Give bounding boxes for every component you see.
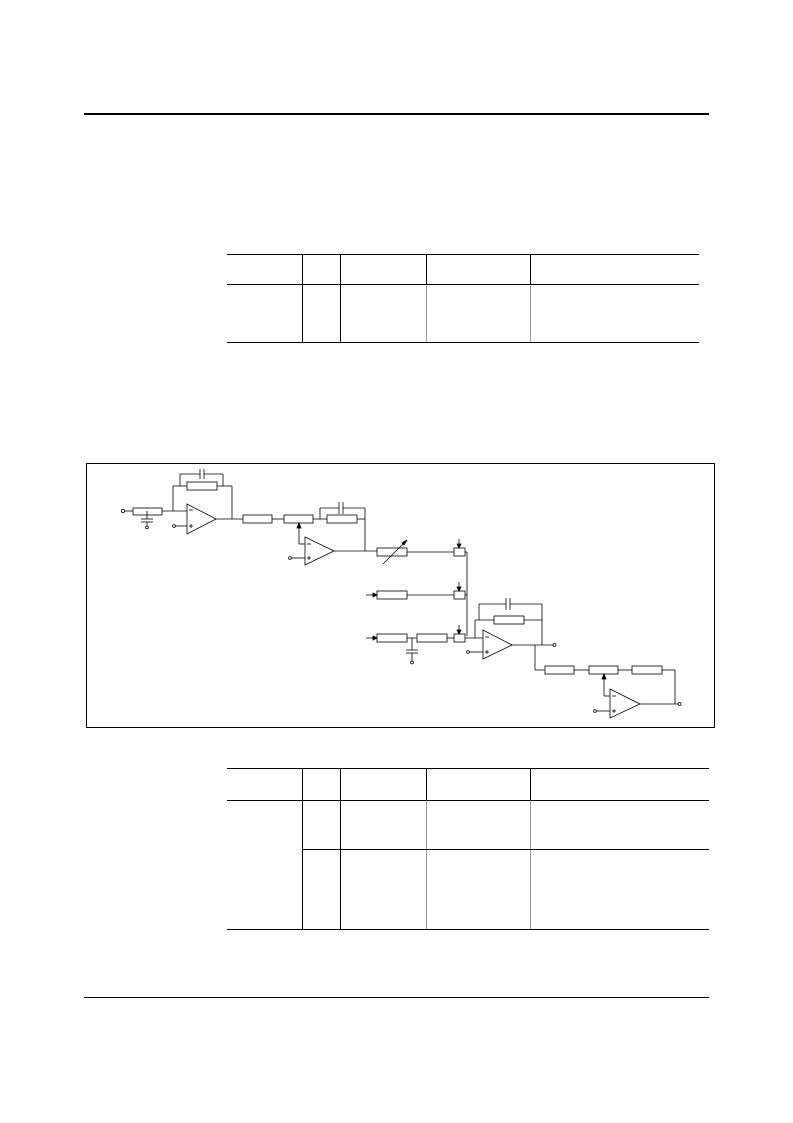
resistor <box>588 665 619 675</box>
footer-rule <box>84 997 709 998</box>
table-header-row <box>227 768 709 801</box>
terminal <box>172 524 176 528</box>
switch <box>453 633 466 643</box>
resistor <box>242 514 273 524</box>
table-cell <box>530 284 699 343</box>
table-header-cell <box>227 768 303 801</box>
third-stage <box>466 598 557 671</box>
terminal <box>466 650 470 654</box>
terminal <box>593 709 597 713</box>
table-cell <box>227 800 303 930</box>
switch <box>453 590 466 600</box>
table-header-cell <box>530 768 709 801</box>
resistor <box>186 481 218 491</box>
table-cell <box>426 800 531 850</box>
resistor <box>493 615 525 625</box>
table-cell <box>530 800 709 850</box>
op-amp <box>482 629 513 660</box>
summing-network <box>366 539 483 665</box>
table-header-cell <box>302 254 341 285</box>
input-stage <box>121 469 243 535</box>
spec-table-2 <box>227 768 709 930</box>
table-row <box>227 800 709 930</box>
table-header-cell <box>426 254 531 285</box>
table-row <box>227 284 699 343</box>
resistor <box>326 514 358 524</box>
table-cell <box>340 849 427 930</box>
table-header-cell <box>530 254 699 285</box>
spec-table-1 <box>227 254 699 343</box>
table-header-row <box>227 254 699 285</box>
table-cell <box>340 284 427 343</box>
terminal <box>288 556 292 560</box>
table-cell <box>302 800 341 850</box>
table-row <box>227 849 709 930</box>
table-cell <box>302 849 341 930</box>
table-cell <box>426 849 531 930</box>
resistor <box>376 633 408 643</box>
op-amp <box>186 503 217 535</box>
circuit-diagram-frame <box>86 463 715 728</box>
input-terminal <box>121 509 126 514</box>
table-header-cell <box>227 254 303 285</box>
output-terminal <box>677 702 682 706</box>
resistor <box>416 633 448 643</box>
table-header-cell <box>340 254 427 285</box>
header-rule <box>84 113 709 115</box>
table-cell <box>302 284 341 343</box>
output-terminal <box>552 643 557 647</box>
table-cell <box>340 800 427 850</box>
table-cell <box>530 849 709 930</box>
resistor <box>544 665 575 675</box>
resistor <box>631 665 663 675</box>
circuit-diagram <box>121 469 682 719</box>
table-header-cell <box>426 768 531 801</box>
resistor <box>376 590 408 600</box>
table-header-cell <box>340 768 427 801</box>
second-stage <box>242 502 377 566</box>
resistor <box>283 514 314 524</box>
switch <box>453 547 466 557</box>
table-cell <box>227 284 303 343</box>
op-amp <box>609 688 641 719</box>
resistor <box>132 507 163 516</box>
table-header-cell <box>302 768 341 801</box>
table-cell <box>426 284 531 343</box>
output-stage <box>544 665 682 719</box>
op-amp <box>304 536 335 566</box>
